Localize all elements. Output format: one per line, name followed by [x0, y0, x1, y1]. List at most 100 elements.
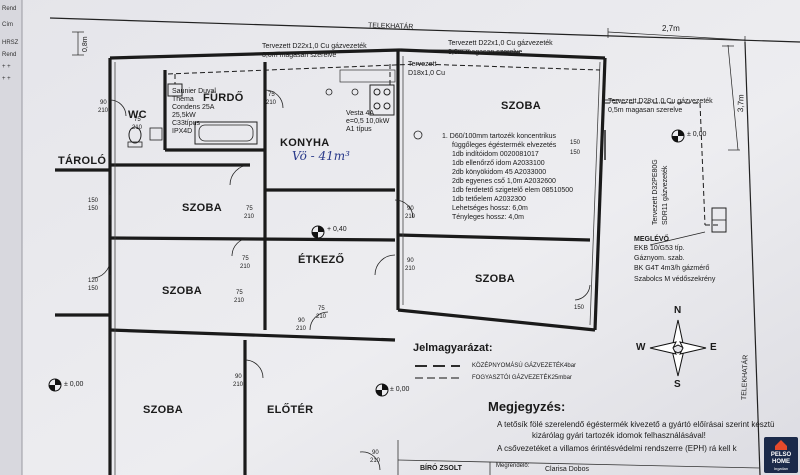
meter-text-4: BK G4T 4m3/h gázmérő: [634, 265, 710, 272]
door-dim-1b: 210: [266, 100, 277, 106]
door-dim-15: 75: [318, 306, 325, 312]
window-dim-11: 150: [570, 140, 581, 146]
window-dim-13: 120: [88, 278, 99, 284]
meter-text-1: MEGLÉVŐ: [634, 236, 670, 243]
boiler-text-6: IPX4D: [172, 128, 193, 135]
room-label-szoba-4: SZOBA: [501, 100, 541, 112]
gas-label-1b: 3,0m magasan szerelve: [262, 52, 337, 59]
gas-label-1a: Tervezett D22x1,0 Cu gázvezeték: [262, 43, 367, 50]
note-line-9: Lehetséges hossz: 6,0m: [452, 205, 528, 212]
door-dim-1: 75: [268, 92, 275, 98]
room-label-eloter: ELŐTÉR: [267, 404, 314, 416]
stove-text-3: A1 típus: [346, 126, 372, 133]
door-swings: [91, 89, 591, 471]
gas-label-4a: Tervezett D28x1,0 Cu gázvezeték: [608, 98, 713, 105]
window-dim-12b: 150: [88, 206, 99, 212]
dimension-27m: 2,7m: [662, 24, 680, 33]
title-block-megrendelo: Megrendelő:: [496, 463, 530, 469]
room-label-etkezo: ÉTKEZŐ: [298, 254, 345, 266]
telekhatar-right-line: [744, 41, 761, 475]
logo-line-2: HOME: [772, 459, 790, 465]
telekhatar-top-line: [49, 17, 800, 43]
meter-text-2: EKB 10/G53 típ.: [634, 245, 685, 252]
room-label-tarolo: TÁROLÓ: [58, 155, 107, 167]
note-text-1: A tetősík fölé szerelendő égéstermék kiv…: [497, 420, 775, 429]
note-line-7: 1db ferdetető szigetelő elem 08510500: [452, 187, 574, 194]
door-dim-6b: 210: [405, 266, 416, 272]
door-dim-10b: 210: [98, 108, 109, 114]
boiler-text-1: Saunier Duval: [172, 88, 216, 95]
door-dim-6: 90: [407, 258, 414, 264]
wc-bowl: [128, 126, 142, 144]
boiler-text-4: 25,5kW: [172, 112, 196, 119]
room-label-szoba-2: SZOBA: [162, 285, 202, 297]
door-dim-8: 90: [298, 318, 305, 324]
door-dim-9: 90: [372, 450, 379, 456]
boiler-text-2: Thema: [172, 96, 194, 103]
door-dim-4: 75: [134, 117, 141, 123]
room-label-szoba-3: SZOBA: [143, 404, 183, 416]
level-markers: [48, 129, 685, 397]
boiler-text-5: C33típus: [172, 120, 201, 127]
gas-pipes: [167, 63, 720, 226]
door-dim-3: 75: [242, 256, 249, 262]
door-dim-7b: 210: [233, 382, 244, 388]
boiler-text-3: Condens 25A: [172, 104, 215, 111]
door-dim-10: 90: [100, 100, 107, 106]
window-dim-16: 150: [574, 305, 585, 311]
door-dim-5b: 210: [405, 214, 416, 220]
level-label-3: ± 0,00: [64, 381, 84, 388]
note-line-2: függőleges égéstermék elvezetés: [452, 142, 557, 149]
margin-text-6: + +: [2, 76, 11, 82]
gas-label-4b: 0,5m magasan szerelve: [608, 107, 683, 114]
gas-label-2b: 3,0m magasan szerelve: [448, 49, 523, 56]
note-line-1: 1. D60/100mm tartozék koncentrikus: [442, 133, 556, 140]
level-label-2: ± 0,00: [687, 131, 707, 138]
door-dim-4b: 210: [132, 125, 143, 131]
gas-label-5b: SDR11 gázvezeték: [662, 165, 669, 225]
gas-label-2a: Tervezett D22x1,0 Cu gázvezeték: [448, 40, 553, 47]
gas-label-3b: D18x1,0 Cu: [408, 70, 445, 77]
room-label-szoba-1: SZOBA: [182, 202, 222, 214]
title-block-client: Clarisa Dobos: [545, 466, 589, 473]
stove-unit: [369, 84, 395, 116]
margin-text-4: Rend: [2, 52, 17, 58]
window-dim-13b: 150: [88, 286, 99, 292]
dimension-08m: 0,8m: [82, 36, 89, 52]
stove-text-2: e=0,5 10,0kW: [346, 118, 390, 125]
house-roof-icon: [775, 440, 787, 450]
handwritten-volume: Vö - 41m³: [292, 149, 350, 163]
door-dim-5: 90: [407, 206, 414, 212]
margin-text-2: Cím: [2, 22, 13, 28]
note-line-3: 1db indítóidom 0020081017: [452, 151, 539, 158]
compass-n: N: [674, 305, 682, 316]
dimension-37m: 3,7m: [736, 94, 746, 113]
room-label-wc: WC: [128, 109, 147, 121]
window-dim-11b: 150: [570, 150, 581, 156]
margin-text-1: Rend: [2, 6, 17, 12]
note-line-6: 2db egyenes cső 1,0m A2032600: [452, 178, 556, 185]
building-walls: [55, 48, 607, 475]
note-text-3: A csővezetéket a villamos érintésvédelmi…: [497, 444, 737, 453]
door-dim-9b: 210: [370, 458, 381, 464]
note-line-4: 1db ellenőrző idom A2033100: [452, 160, 545, 167]
meter-text-5: Szabolcs M védőszekrény: [634, 276, 716, 283]
room-label-furdo: FÜRDŐ: [203, 92, 244, 104]
level-label-4: ± 0,00: [390, 386, 410, 393]
compass-w: W: [636, 342, 646, 353]
window-dim-12: 150: [88, 198, 99, 204]
room-label-konyha: KONYHA: [280, 137, 330, 149]
compass-e: E: [710, 342, 717, 353]
note-line-10: Tényleges hossz: 4,0m: [452, 214, 524, 221]
note-text-2: kizárólag gyári tartozék idomok felhaszn…: [532, 431, 706, 440]
note-line-8: 1db tetőelem A2032300: [452, 196, 526, 203]
door-dim-2b: 210: [244, 214, 255, 220]
door-dim-14b: 210: [234, 298, 245, 304]
door-dim-3b: 210: [240, 264, 251, 270]
gas-label-3a: Tervezett: [408, 61, 437, 68]
pelso-home-logo: PELSO HOME Ingatlan: [764, 437, 798, 473]
room-label-szoba-5: SZOBA: [475, 273, 515, 285]
legend-item-2: FOGYASZTÓI GÁZVEZETÉK25mbar: [472, 375, 572, 381]
title-block: [397, 440, 761, 475]
compass-rose: [649, 319, 707, 377]
